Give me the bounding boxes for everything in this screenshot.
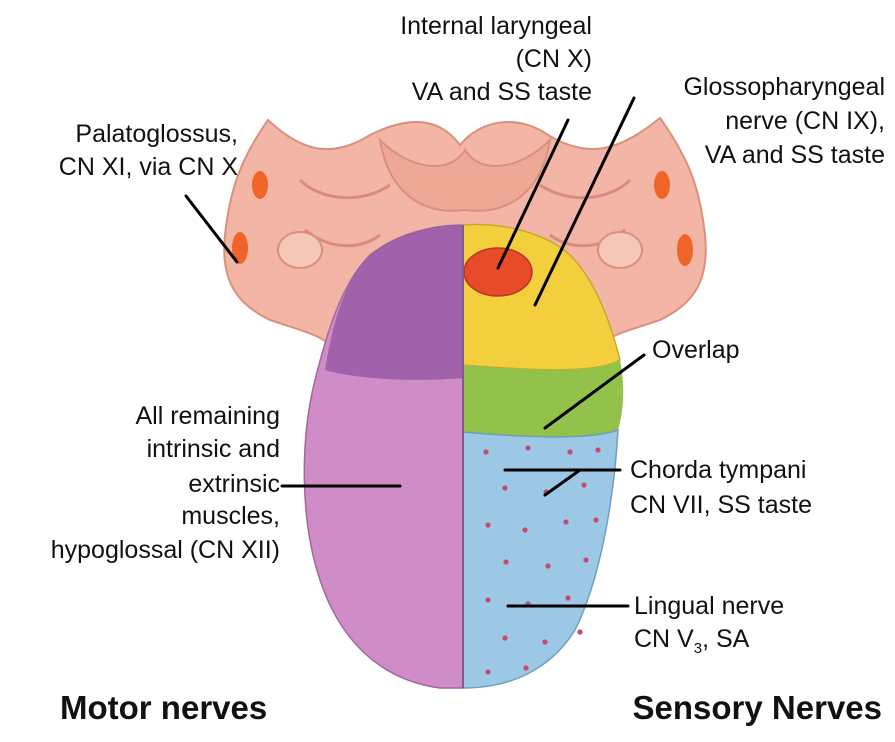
taste-dot xyxy=(567,449,573,455)
taste-dot xyxy=(503,559,509,565)
tonsil-left xyxy=(277,231,323,269)
heading-motor-nerves: Motor nerves xyxy=(60,689,267,726)
taste-dot xyxy=(523,665,529,671)
all-remaining-line1: All remaining xyxy=(135,402,280,430)
taste-dot xyxy=(595,447,601,453)
epiglottis xyxy=(378,137,552,212)
leader-lines xyxy=(184,96,646,608)
glossopharyngeal-line1: Glossopharyngeal xyxy=(683,73,885,101)
chorda-tympani-line2: CN VII, SS taste xyxy=(630,491,812,519)
lingual-nerve-line2: CN V3, SA xyxy=(634,625,750,657)
palatoglossus-line1: Palatoglossus, xyxy=(75,120,238,148)
taste-dot xyxy=(545,563,551,569)
leader-overlap xyxy=(543,353,646,430)
internal-laryngeal-line3: VA and SS taste xyxy=(412,78,592,106)
taste-dot xyxy=(525,445,531,451)
taste-dot xyxy=(542,639,548,645)
taste-bud-dots xyxy=(483,445,601,675)
taste-dot xyxy=(522,527,528,533)
all-remaining-line3: extrinsic xyxy=(188,470,280,498)
glossopharyngeal-line2: nerve (CN IX), xyxy=(725,107,885,135)
taste-dot xyxy=(485,597,491,603)
tongue-sensory-half xyxy=(462,223,624,689)
internal-laryngeal-line1: Internal laryngeal xyxy=(400,12,592,40)
tongue-motor-half xyxy=(303,224,464,689)
label-all-remaining: All remaining intrinsic and extrinsic mu… xyxy=(51,402,280,564)
all-remaining-line2: intrinsic and xyxy=(147,435,280,463)
label-overlap: Overlap xyxy=(652,336,740,364)
heading-sensory-nerves: Sensory Nerves xyxy=(633,689,882,726)
internal-laryngeal-region xyxy=(463,247,533,297)
taste-dot xyxy=(563,519,569,525)
label-palatoglossus: Palatoglossus, CN XI, via CN X xyxy=(59,120,239,181)
lingual-nerve-line1: Lingual nerve xyxy=(634,592,784,620)
all-remaining-line4: muscles, xyxy=(181,502,280,530)
palatoglossus-spot-left-lower xyxy=(232,232,248,264)
label-internal-laryngeal: Internal laryngeal (CN X) VA and SS tast… xyxy=(400,12,592,106)
internal-laryngeal-line2: (CN X) xyxy=(516,45,592,73)
palatoglossus-spot-right-lower xyxy=(677,234,693,266)
all-remaining-line5: hypoglossal (CN XII) xyxy=(51,536,280,564)
motor-region-back xyxy=(325,225,463,380)
leader-chorda-tympani-lower xyxy=(543,468,582,497)
taste-dot xyxy=(502,635,508,641)
palatoglossus-spot-right-upper xyxy=(654,171,670,199)
palatoglossus-line2: CN XI, via CN X xyxy=(59,153,239,181)
lingual-nerve-line2-suffix: , SA xyxy=(702,625,750,653)
leader-glossopharyngeal xyxy=(533,96,636,307)
leader-palatoglossus xyxy=(184,194,239,264)
taste-dot xyxy=(577,629,583,635)
taste-dot xyxy=(593,517,599,523)
chorda-tympani-line1: Chorda tympani xyxy=(630,456,806,484)
palatoglossus-spot-left-upper xyxy=(252,171,268,199)
taste-dot xyxy=(581,482,587,488)
label-glossopharyngeal: Glossopharyngeal nerve (CN IX), VA and S… xyxy=(683,73,885,169)
taste-dot xyxy=(502,485,508,491)
taste-dot xyxy=(485,669,491,675)
lingual-chorda-region xyxy=(462,428,619,689)
lingual-nerve-line2-sub: 3 xyxy=(694,640,702,657)
glossopharyngeal-line3: VA and SS taste xyxy=(705,141,885,169)
tonsil-right xyxy=(597,231,643,269)
label-lingual-nerve: Lingual nerve CN V3, SA xyxy=(634,592,784,657)
taste-dot xyxy=(565,595,571,601)
taste-dot xyxy=(483,449,489,455)
taste-dot xyxy=(583,557,589,563)
leader-internal-laryngeal xyxy=(496,118,570,270)
taste-dot xyxy=(485,522,491,528)
overlap-line1: Overlap xyxy=(652,336,740,364)
label-chorda-tympani: Chorda tympani CN VII, SS taste xyxy=(630,456,812,519)
overlap-region xyxy=(463,360,624,437)
lingual-nerve-line2-prefix: CN V xyxy=(634,625,694,653)
